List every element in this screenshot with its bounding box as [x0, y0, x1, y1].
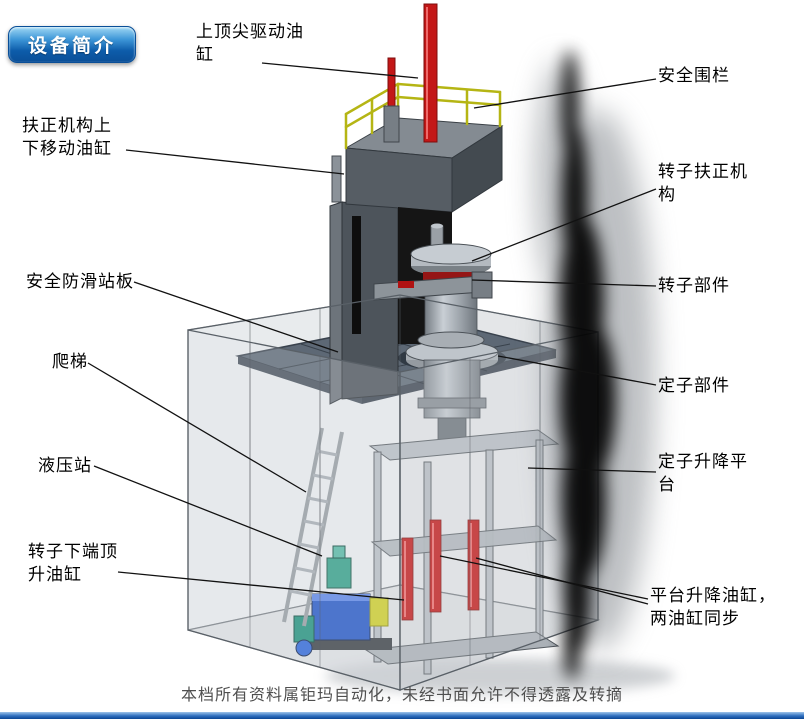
- watermark-text: 本档所有资料属钜玛自动化，未经书面允许不得透露及转摘: [180, 687, 623, 704]
- platform-lift-cylinder-1: [429, 519, 442, 613]
- label-stator-part: 定子部件: [658, 376, 730, 395]
- label-rotor-righting-mech: 转子扶正机 构: [658, 162, 748, 204]
- label-rotor-bottom-jack-cylinder: 转子下端顶 升油缸: [28, 542, 118, 584]
- leader-anti-slip: [133, 281, 339, 353]
- leader-rotor-righting: [471, 188, 657, 262]
- top-tip-drive-cylinder: [383, 3, 438, 143]
- label-stator-lift-platform: 定子升降平 台: [658, 452, 748, 494]
- leader-lines: [87, 62, 657, 605]
- ink-smudge: [535, 50, 655, 680]
- bottom-accent-bar: [0, 712, 804, 719]
- leader-hydraulic: [93, 465, 323, 557]
- safety-fence: [344, 82, 502, 150]
- leader-platform-cyl-1: [439, 555, 649, 600]
- label-ladder: 爬梯: [52, 352, 88, 371]
- leader-rotor-part: [471, 279, 657, 287]
- lift-frame: [364, 429, 560, 675]
- label-platform-lift-cylinders: 平台升降油缸， 两油缸同步: [650, 586, 776, 628]
- label-hydraulic-station: 液压站: [38, 456, 92, 475]
- rotor-righting-clamp: [373, 271, 493, 301]
- access-ladder: [282, 427, 344, 627]
- platform-lift-cylinder-2: [467, 519, 480, 611]
- leader-platform-cyl-2: [475, 557, 649, 605]
- leader-righting-cylinder: [125, 149, 345, 175]
- leader-top-tip-cylinder: [261, 62, 419, 79]
- leader-safety-fence: [473, 78, 657, 109]
- label-top-tip-cylinder: 上顶尖驱动油 缸: [196, 22, 304, 64]
- hydraulic-station-unit: [293, 545, 392, 657]
- label-righting-mech-cylinder: 扶正机构上 下移动油缸: [22, 116, 112, 158]
- leader-rotor-bottom-jack: [117, 571, 405, 601]
- label-anti-slip-platform: 安全防滑站板: [26, 272, 134, 291]
- rotor-bottom-jack-cylinder: [401, 537, 414, 621]
- leader-ladder: [87, 362, 307, 493]
- label-safety-fence: 安全围栏: [658, 66, 730, 85]
- leader-stator-part: [497, 355, 657, 386]
- leader-stator-lift: [527, 467, 657, 473]
- rotor-red-band: [423, 272, 479, 282]
- righting-mech-cylinder-part: [331, 155, 342, 203]
- lift-cylinders-red: [401, 519, 480, 621]
- label-rotor-part: 转子部件: [658, 276, 730, 295]
- title-badge: 设备简介: [8, 26, 136, 63]
